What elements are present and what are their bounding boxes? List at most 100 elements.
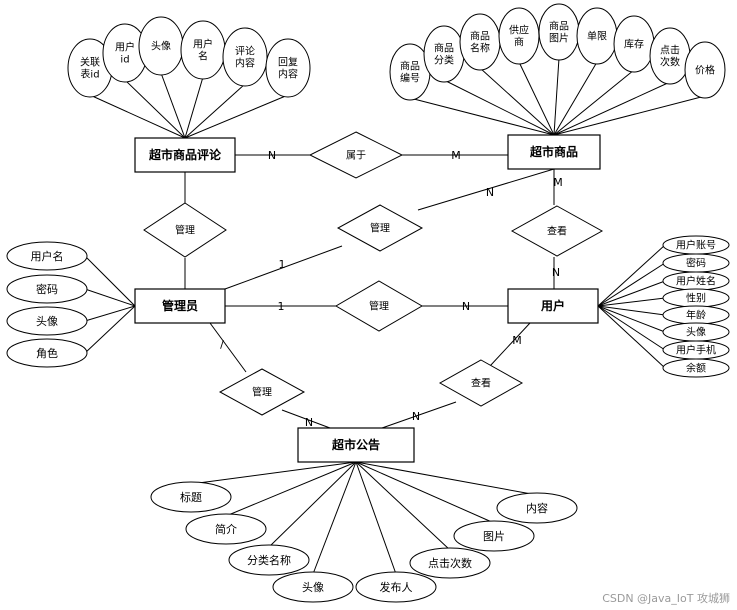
- cardinality-user-notice: M: [512, 334, 522, 347]
- notice-attribute: 分类名称: [228, 544, 310, 576]
- relationship-manage-user: 管理: [335, 280, 423, 332]
- user-attribute: 余额: [662, 358, 730, 378]
- entity-notice-box: [297, 427, 415, 463]
- relationship-belongs: 属于: [308, 131, 404, 179]
- notice-attribute-label: 标题: [180, 490, 202, 504]
- review-attribute-shape: [222, 27, 268, 87]
- goods-attribute: 商品名称: [459, 13, 501, 71]
- user-attribute-line: [597, 305, 666, 316]
- admin-attribute: 密码: [6, 274, 88, 304]
- relationship-view-goods: 查看: [510, 205, 604, 257]
- user-attribute-label: 用户账号: [676, 239, 716, 252]
- goods-attribute: 价格: [684, 41, 726, 99]
- notice-attribute-label: 发布人: [380, 580, 413, 594]
- notice-attribute-shape: [453, 520, 535, 552]
- entity-admin-box: [134, 288, 226, 324]
- entity-user-box: [507, 288, 599, 324]
- notice-attribute: 简介: [185, 513, 267, 545]
- goods-attribute-line: [518, 61, 555, 136]
- relationship-manage-goods-label: 管理: [370, 222, 390, 235]
- goods-attribute-line: [553, 81, 671, 136]
- entity-admin-label: 管理员: [162, 298, 198, 313]
- cardinality-review-belongs: N: [268, 149, 276, 162]
- admin-attribute-label: 密码: [36, 282, 58, 296]
- cardinality-admin-goods: 1: [279, 258, 286, 271]
- notice-attribute-label: 内容: [526, 501, 548, 515]
- review-attribute: 回复内容: [265, 38, 311, 98]
- cardinality-notice-user: N: [412, 410, 420, 423]
- notice-attribute-line: [225, 461, 357, 517]
- goods-attribute: 点击次数: [649, 27, 691, 85]
- notice-attribute: 头像: [272, 571, 354, 603]
- relationship-belongs-shape: [308, 131, 404, 179]
- goods-attribute: 供应商: [498, 7, 540, 65]
- goods-attribute-line: [553, 57, 560, 136]
- user-attribute: 头像: [662, 322, 730, 342]
- review-attribute-line: [124, 79, 186, 139]
- goods-attribute-line: [553, 61, 598, 136]
- admin-attribute-line: [84, 255, 136, 307]
- admin-attribute: 头像: [6, 306, 88, 336]
- user-attribute-line: [597, 280, 666, 307]
- cardinality-admin-user: 1: [278, 300, 285, 313]
- relationship-manage-user-shape: [335, 280, 423, 332]
- entity-goods-box: [507, 134, 601, 170]
- goods-attribute-line: [553, 69, 635, 136]
- entity-review-label: 超市商品评论: [148, 147, 222, 162]
- notice-attribute-label: 图片: [483, 530, 505, 543]
- user-attribute-line: [597, 305, 666, 369]
- review-attribute: 头像: [138, 16, 184, 76]
- goods-attribute-label: 商品名称: [470, 30, 490, 55]
- review-attribute-label: 回复内容: [278, 56, 298, 81]
- goods-attribute-line: [479, 67, 555, 136]
- cardinality-admin-notice: /: [220, 338, 224, 351]
- user-attribute: 用户姓名: [662, 271, 730, 291]
- notice-attribute-shape: [272, 571, 354, 603]
- cardinality-user-goods: N: [552, 266, 560, 279]
- review-attribute-line: [184, 76, 204, 139]
- relationship-manage-goods-shape: [336, 204, 424, 252]
- user-attribute-label: 密码: [686, 257, 706, 270]
- notice-attribute: 点击次数: [409, 547, 491, 579]
- review-attribute-line: [184, 94, 289, 139]
- goods-attribute-shape: [684, 41, 726, 99]
- admin-attribute: 用户名: [6, 241, 88, 271]
- notice-attribute-shape: [228, 544, 310, 576]
- goods-attribute-label: 商品图片: [549, 20, 569, 45]
- relationship-manage-goods: 管理: [336, 204, 424, 252]
- connector-line: [209, 322, 247, 373]
- review-attribute: 关联表id: [67, 38, 113, 98]
- admin-attribute-line: [84, 305, 136, 322]
- goods-attribute-label: 商品编号: [400, 60, 420, 85]
- notice-attribute-line: [355, 461, 397, 575]
- admin-attribute-shape: [6, 306, 88, 336]
- relationship-view-goods-label: 查看: [547, 225, 567, 238]
- goods-attribute-label: 库存: [624, 38, 644, 51]
- review-attribute-label: 评论内容: [235, 45, 255, 70]
- user-attribute-line: [597, 305, 666, 351]
- user-attribute-label: 头像: [686, 327, 706, 339]
- user-attribute-line: [597, 297, 666, 307]
- admin-attribute-label: 用户名: [31, 249, 64, 263]
- goods-attribute: 商品图片: [538, 3, 580, 61]
- notice-attribute-shape: [150, 481, 232, 513]
- review-attribute-line: [160, 72, 186, 139]
- relationship-view-goods-shape: [510, 205, 604, 257]
- entity-user-label: 用户: [540, 298, 565, 313]
- relationship-manage-review-label: 管理: [175, 224, 195, 237]
- relationship-view-notice-label: 查看: [471, 377, 491, 390]
- user-attribute-line: [597, 305, 666, 333]
- relationship-manage-review-shape: [143, 202, 227, 258]
- goods-attribute-line: [443, 79, 555, 136]
- notice-attribute: 标题: [150, 481, 232, 513]
- notice-attribute-line: [312, 461, 357, 575]
- notice-attribute-shape: [496, 492, 578, 524]
- notice-attribute-shape: [185, 513, 267, 545]
- goods-attribute-line: [553, 95, 706, 136]
- review-attribute-shape: [265, 38, 311, 98]
- review-attribute: 评论内容: [222, 27, 268, 87]
- notice-attribute-label: 简介: [215, 522, 237, 536]
- user-attribute: 用户手机: [662, 340, 730, 360]
- admin-attribute-shape: [6, 241, 88, 271]
